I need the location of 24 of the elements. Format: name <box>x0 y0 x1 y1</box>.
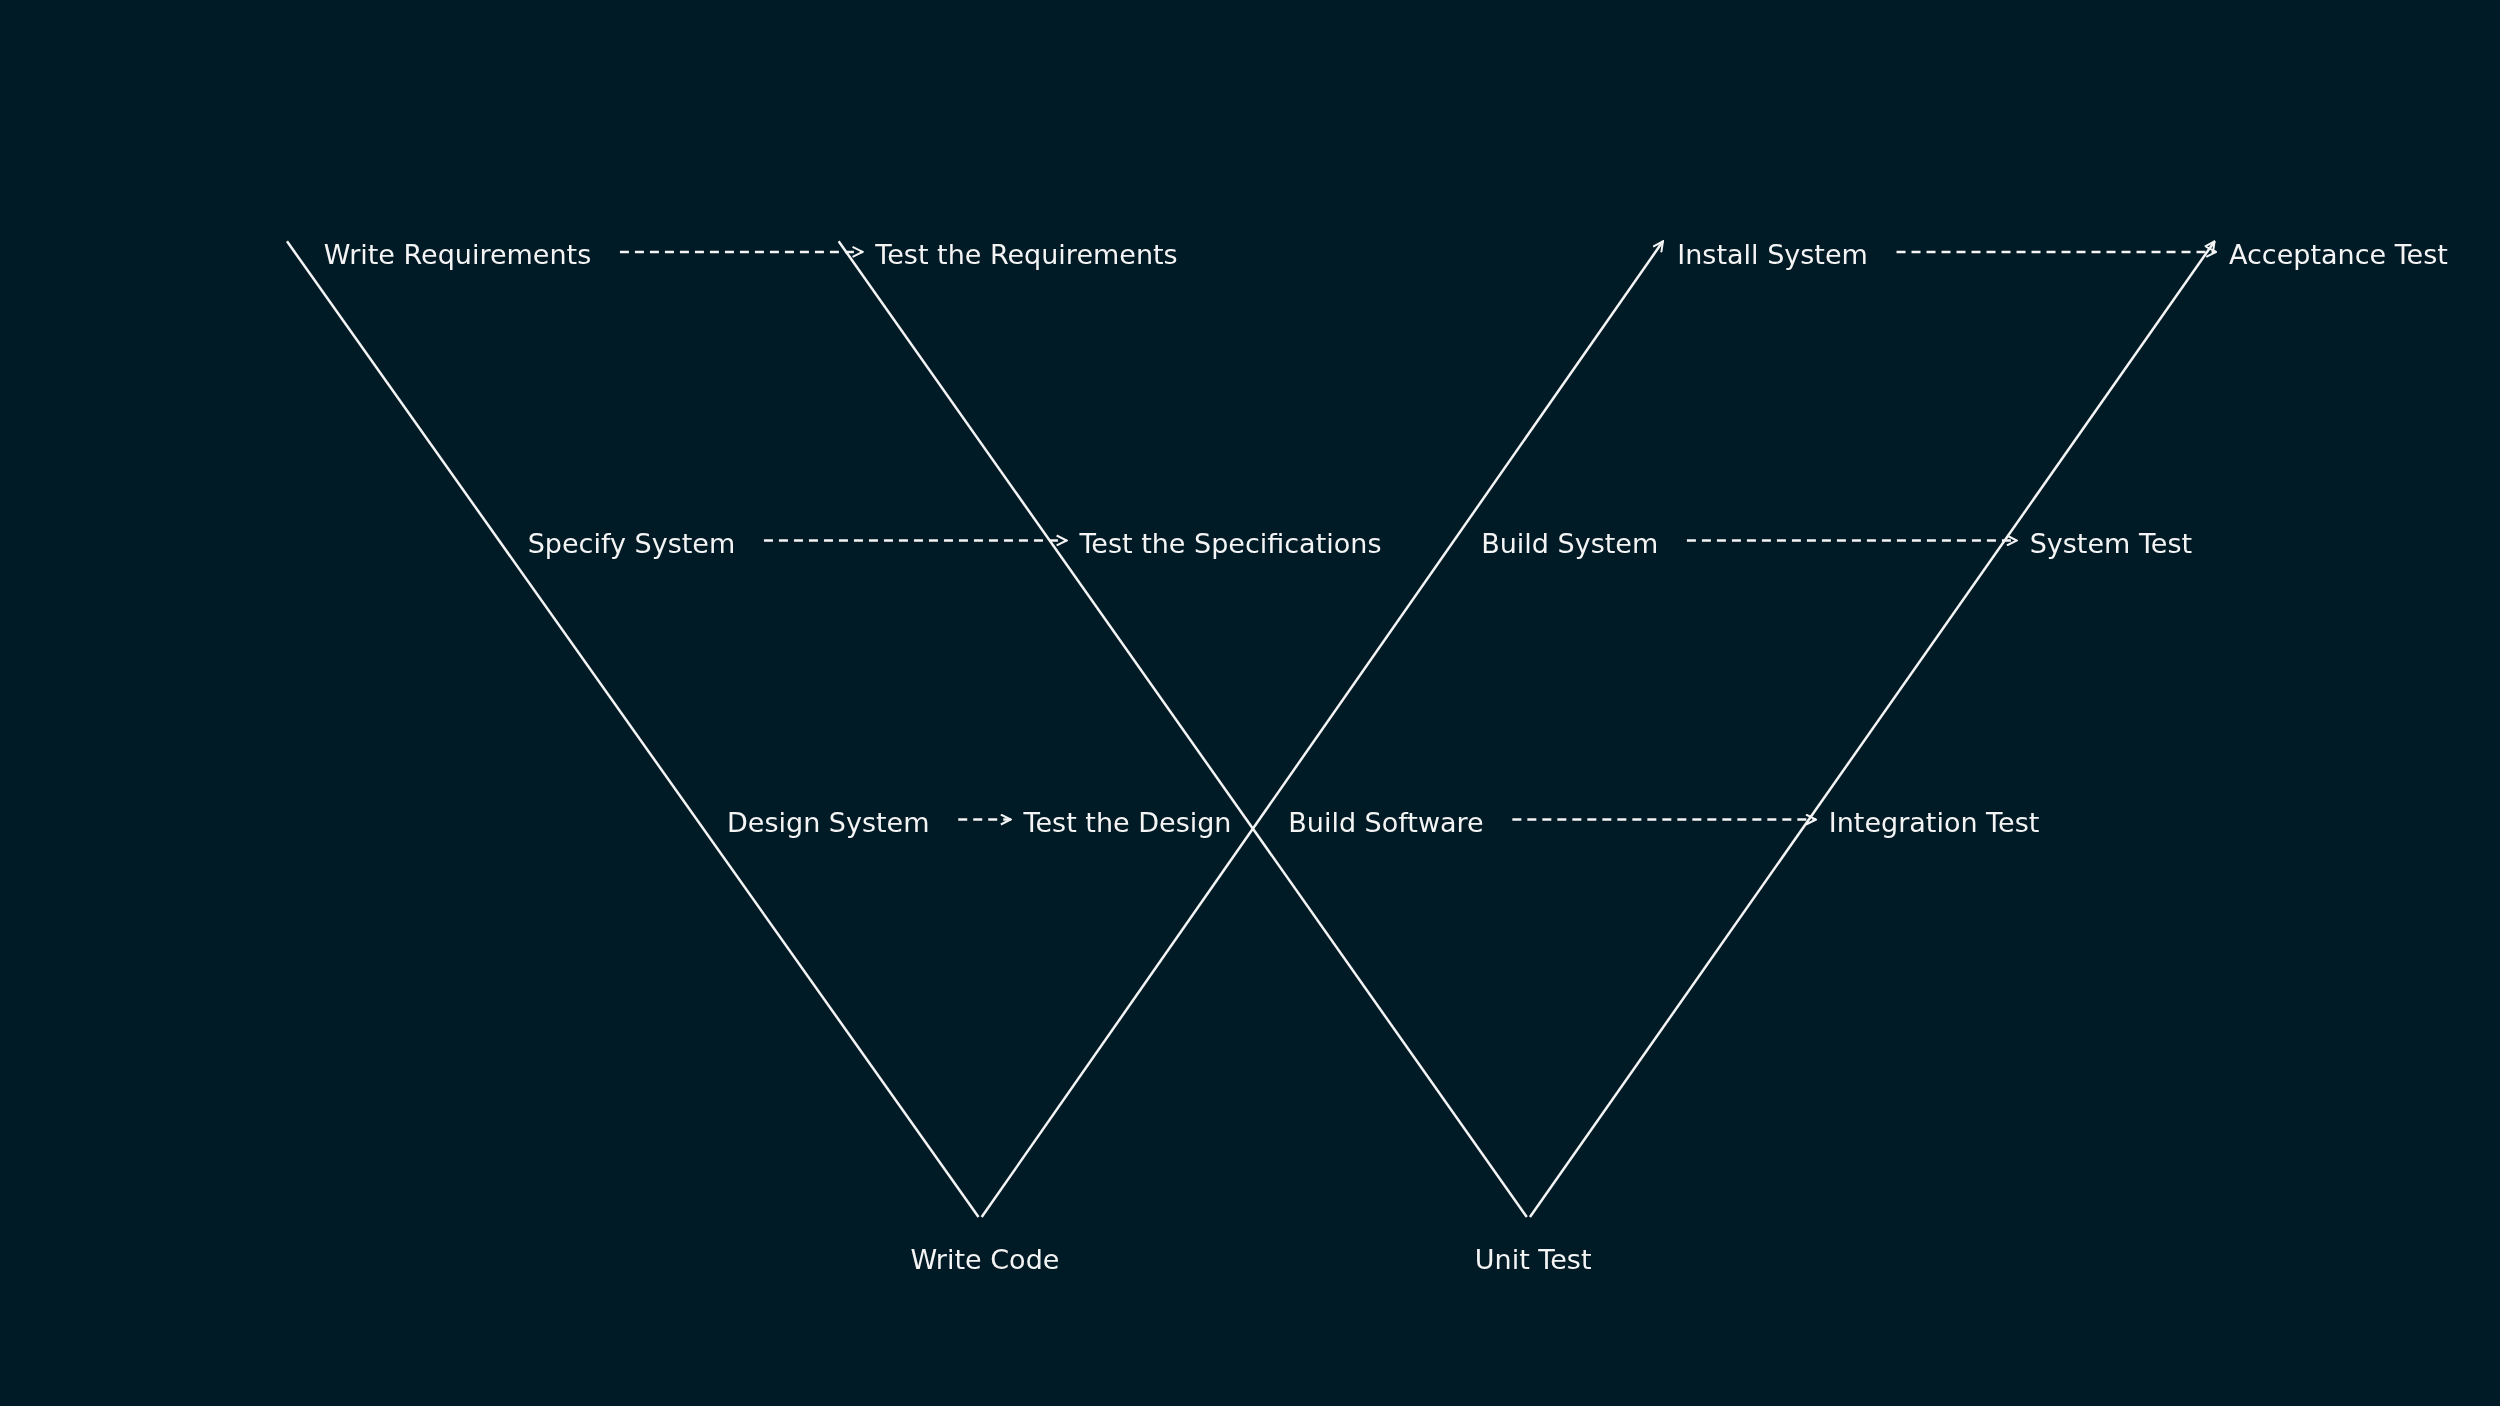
dashed-arrow <box>619 245 864 258</box>
step-label: Acceptance Test <box>2228 238 2448 273</box>
connector-line <box>285 240 980 1218</box>
step-label: Test the Design <box>1023 805 1232 840</box>
dashed-arrow <box>958 813 1012 826</box>
step-label: Specify System <box>527 526 736 561</box>
step-label: Write Code <box>910 1242 1060 1277</box>
step-label: Build System <box>1481 526 1659 561</box>
connector-line <box>837 240 1528 1218</box>
step-label: Design System <box>727 805 930 840</box>
arrow <box>1528 240 2216 1218</box>
step-label: Build Software <box>1288 805 1484 840</box>
step-label: System Test <box>2029 526 2193 561</box>
step-label: Install System <box>1677 238 1868 273</box>
dashed-arrow <box>1896 245 2218 258</box>
step-label: Test the Specifications <box>1079 526 1382 561</box>
dashed-arrow <box>1686 534 2018 547</box>
dashed-arrow <box>1512 813 1817 826</box>
step-label: Integration Test <box>1828 805 2040 840</box>
step-label: Unit Test <box>1474 1242 1592 1277</box>
step-label: Write Requirements <box>323 238 592 273</box>
dashed-arrow <box>763 534 1068 547</box>
arrow <box>980 240 1664 1218</box>
step-label: Test the Requirements <box>875 238 1178 273</box>
